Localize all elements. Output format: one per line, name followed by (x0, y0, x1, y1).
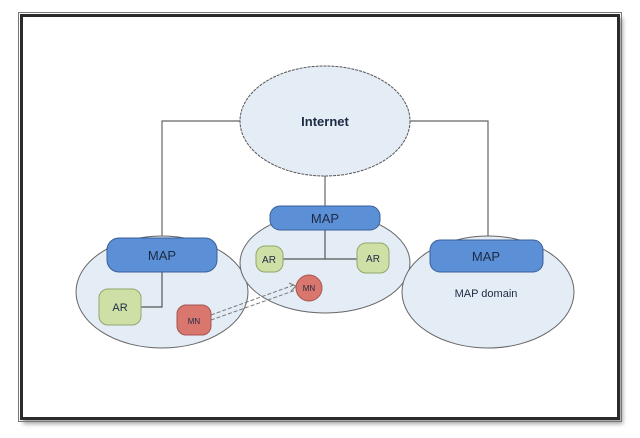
internet-label: Internet (301, 114, 349, 129)
map-left-label: MAP (148, 248, 176, 263)
ar-left[interactable] (98, 288, 142, 326)
link-internet-right-map (410, 120, 489, 240)
ar-center-right[interactable] (356, 242, 390, 274)
internet-cloud (239, 65, 411, 177)
link-left-map-ar (141, 272, 163, 308)
map-right[interactable] (429, 239, 544, 273)
ar-center-left-label: AR (262, 255, 276, 266)
handover-arrowhead (288, 282, 297, 292)
handover-arrow-1 (210, 284, 295, 316)
ar-left-label: AR (112, 302, 127, 314)
map-right-label: MAP (472, 249, 500, 264)
map-center-label: MAP (311, 211, 339, 226)
mn-left-label: MN (188, 317, 201, 326)
map-domain-caption: MAP domain (455, 288, 518, 300)
link-internet-left-map (161, 120, 240, 238)
ar-center-left[interactable] (255, 245, 284, 273)
map-left[interactable] (106, 237, 218, 273)
mn-center[interactable] (295, 274, 323, 302)
map-center[interactable] (269, 205, 381, 231)
ar-center-right-label: AR (366, 254, 380, 265)
handover-arrow-2 (210, 289, 297, 321)
mn-center-label: MN (303, 284, 316, 293)
